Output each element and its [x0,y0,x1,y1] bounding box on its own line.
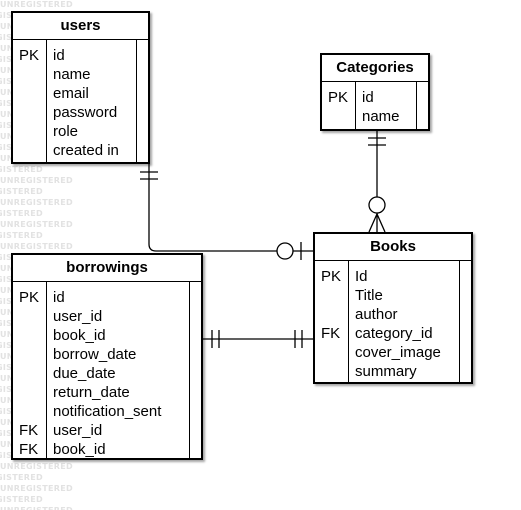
categories-key-label [322,107,355,126]
users-key-label [13,141,46,160]
categories-attribute-id: id [362,89,374,106]
users-key-label [13,65,46,84]
borrowings-key-label: PK [19,289,40,306]
borrowings-key-label [13,307,46,326]
users-key-label [13,122,46,141]
borrowings-key-label: FK [19,441,39,458]
users-attribute-password: password [53,104,118,121]
borrowings-key-label [13,326,46,345]
books-key-label [315,343,348,362]
borrowings-attribute-book-id: book_id [53,441,106,458]
borrowings-attribute-return-date: return_date [53,384,130,401]
users-key-column: PK [13,40,47,162]
users-key-label [13,103,46,122]
books-key-label [315,305,348,324]
categories-attribute-column: id name [356,82,416,129]
users-key-label [13,84,46,103]
books-key-label [315,362,348,381]
books-entity-title: Books [315,234,471,261]
categories-key-column: PK [322,82,356,129]
borrowings-key-label: FK [19,422,39,439]
borrowings-key-label [13,383,46,402]
users-attribute-column: id name email password role created in [47,40,136,162]
books-key-label: FK [321,325,341,342]
users-entity-title: users [13,13,148,40]
users-attribute-name: name [53,66,91,83]
users-entity[interactable]: users PK id name email password role created … [11,11,150,164]
books-zero-circle-categories [368,196,386,214]
categories-entity-title: Categories [322,55,428,82]
categories-side-column [416,82,428,129]
users-attribute-role: role [53,123,79,140]
borrowings-entity-title: borrowings [13,255,201,282]
books-zero-circle-users [276,242,294,260]
users-attribute-id: id [53,47,65,64]
borrowings-attribute-id: id [53,289,65,306]
books-attribute-author: author [355,306,398,323]
borrowings-attribute-notification-sent: notification_sent [53,403,162,420]
borrowings-key-label [13,345,46,364]
books-side-column [459,261,471,382]
books-attribute-id: Id [355,268,368,285]
books-key-label [315,286,348,305]
books-attribute-title: Title [355,287,383,304]
borrowings-key-label [13,402,46,421]
borrowings-key-column: PK FK FK [13,282,47,458]
categories-entity[interactable]: Categories PK id name [320,53,430,131]
categories-attribute-name: name [362,108,400,125]
relationship-line-users-books [148,164,313,252]
borrowings-attribute-user-id: user_id [53,308,103,325]
users-side-column [136,40,148,162]
borrowings-attribute-book-id: book_id [53,327,106,344]
books-attribute-cover-image: cover_image [355,344,441,361]
borrowings-side-column [189,282,201,458]
users-key-label: PK [19,47,40,64]
borrowings-attribute-due-date: due_date [53,365,116,382]
books-attribute-category-id: category_id [355,325,433,342]
books-key-label: PK [321,268,342,285]
users-attribute-created-in: created in [53,142,119,159]
books-attribute-summary: summary [355,363,417,380]
borrowings-key-label [13,364,46,383]
books-crowfoot-categories [368,212,386,233]
borrowings-attribute-borrow-date: borrow_date [53,346,137,363]
users-attribute-email: email [53,85,89,102]
categories-key-label: PK [328,89,349,106]
books-key-column: PK FK [315,261,349,382]
borrowings-attribute-user-id: user_id [53,422,103,439]
